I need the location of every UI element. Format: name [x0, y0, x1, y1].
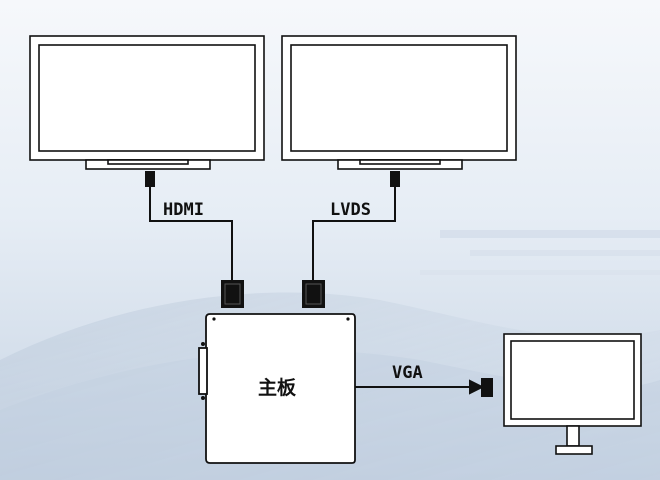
- mainboard-side-port: [198, 347, 208, 395]
- mainboard-label: 主板: [258, 376, 297, 399]
- monitor-left-screen: [38, 44, 256, 152]
- vga-plug: [481, 378, 493, 397]
- hdmi-bottom-plug: [221, 280, 244, 308]
- monitor-small-screen: [510, 340, 635, 420]
- monitor-small-neck: [566, 425, 580, 447]
- vga-label: VGA: [392, 363, 423, 383]
- lvds-top-plug: [390, 171, 400, 187]
- lvds-cable: [302, 171, 400, 308]
- vga-arrowhead: [469, 379, 485, 395]
- hdmi-top-plug: [145, 171, 155, 187]
- mainboard: [198, 313, 356, 464]
- monitor-right-screen: [290, 44, 508, 152]
- monitor-right: [281, 35, 517, 170]
- lvds-label: LVDS: [330, 200, 371, 220]
- hdmi-cable: [145, 171, 244, 308]
- hdmi-label: HDMI: [163, 200, 204, 220]
- monitor-small: [503, 333, 642, 455]
- monitor-small-base: [555, 445, 593, 455]
- lvds-bottom-plug: [302, 280, 325, 308]
- vga-cable: [355, 378, 493, 397]
- monitor-left: [29, 35, 265, 170]
